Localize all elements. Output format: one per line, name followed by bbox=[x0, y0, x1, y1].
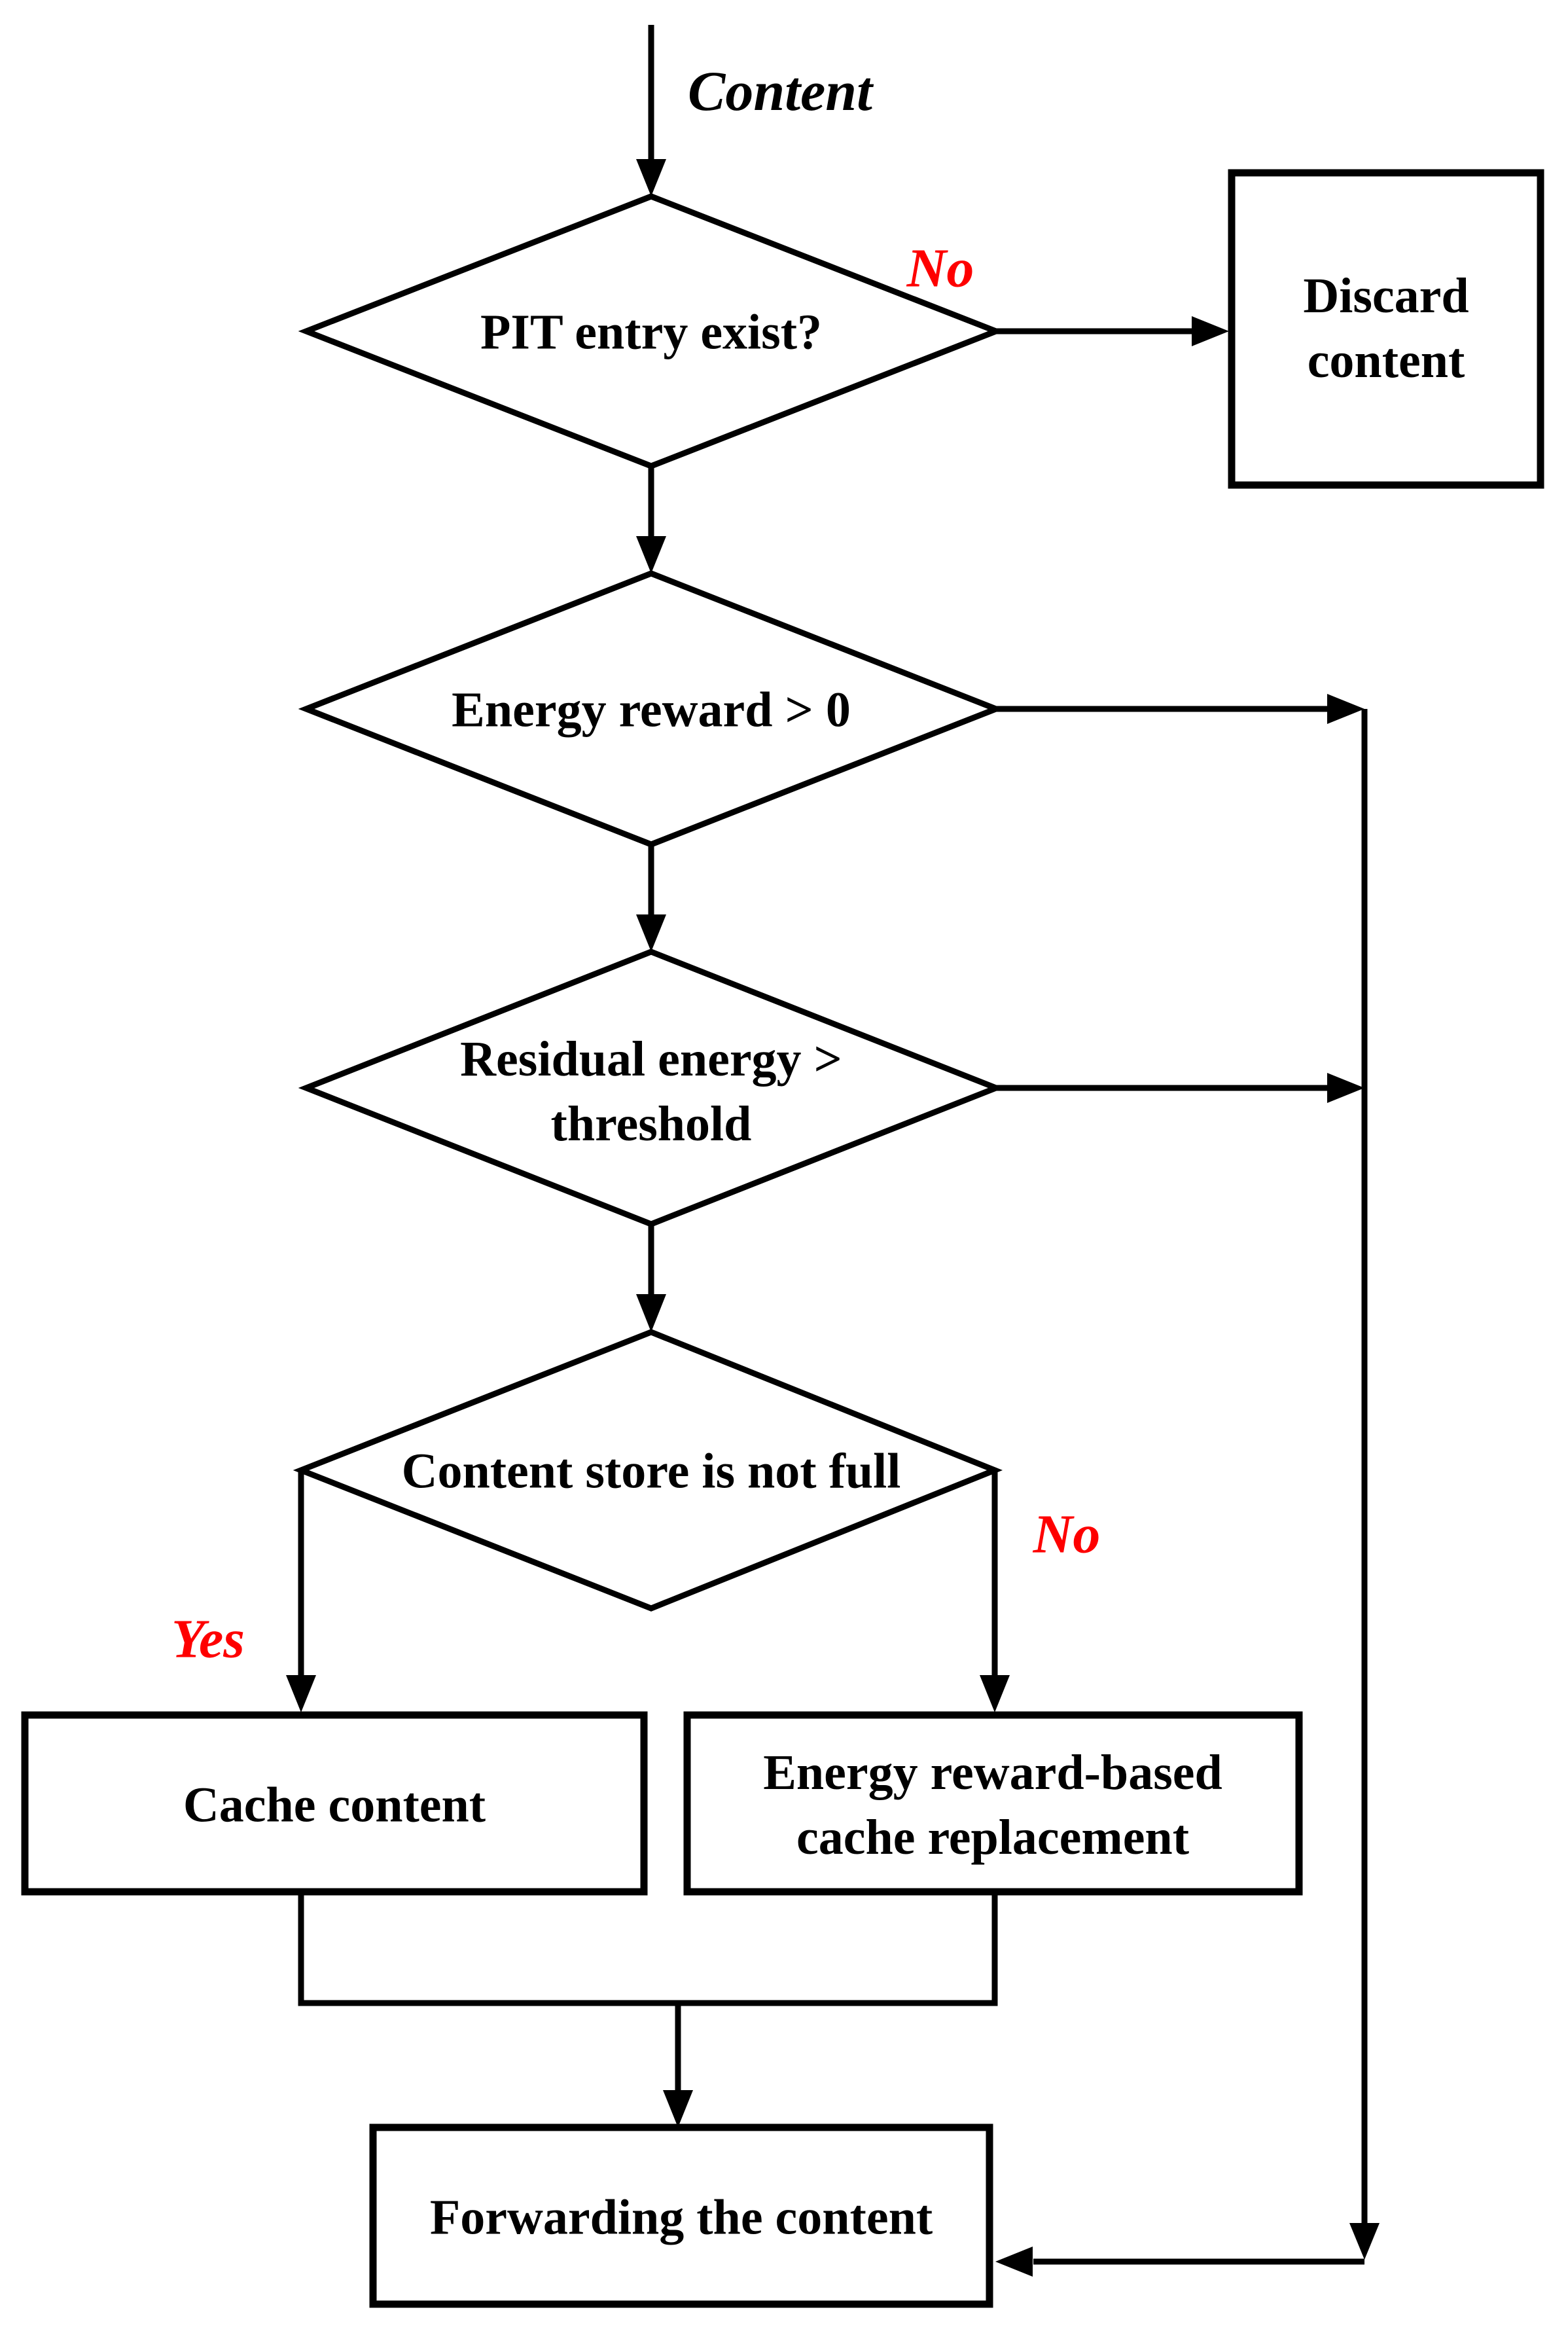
forwarding-box bbox=[369, 2123, 993, 2308]
cache-content-label: Cache content bbox=[183, 1777, 486, 1833]
residual-energy-bypass-arrowhead-icon bbox=[1327, 1073, 1364, 1103]
entry-arrowhead-icon bbox=[636, 159, 666, 196]
cache-content-box bbox=[21, 1711, 648, 1896]
cache-replacement-line2: cache replacement bbox=[796, 1810, 1190, 1865]
residual-energy-line2: threshold bbox=[550, 1096, 752, 1151]
merge-down-arrowhead-icon bbox=[663, 2090, 693, 2127]
energy-reward-yes-arrowhead-icon bbox=[636, 914, 666, 952]
store-yes-arrowhead-icon bbox=[286, 1675, 316, 1712]
pit-yes-arrowhead-icon bbox=[636, 536, 666, 573]
forwarding-label: Forwarding the content bbox=[429, 2190, 933, 2245]
discard-content-line2: content bbox=[1307, 333, 1465, 388]
residual-energy-label: Residual energy > threshold bbox=[460, 1027, 842, 1157]
merge-connector bbox=[298, 1892, 998, 2006]
bypass-corner-arrowhead-icon bbox=[1349, 2223, 1380, 2260]
entry-content-label: Content bbox=[688, 60, 872, 123]
pit-no-branch-label: No bbox=[906, 238, 974, 299]
discard-content-label: Discard content bbox=[1303, 264, 1469, 393]
store-no-branch-label: No bbox=[1033, 1504, 1101, 1565]
pit-decision-label: PIT entry exist? bbox=[480, 304, 823, 360]
discard-content-line1: Discard bbox=[1303, 268, 1469, 324]
residual-energy-line1: Residual energy > bbox=[460, 1032, 842, 1087]
discard-content-box bbox=[1228, 169, 1544, 489]
store-no-arrowhead-icon bbox=[980, 1675, 1010, 1712]
store-yes-branch-label: Yes bbox=[171, 1608, 245, 1670]
pit-no-arrowhead-icon bbox=[1192, 316, 1229, 346]
cache-replacement-line1: Energy reward-based bbox=[763, 1745, 1222, 1801]
content-store-diamond bbox=[293, 1329, 1003, 1612]
residual-energy-yes-arrowhead-icon bbox=[636, 1294, 666, 1332]
content-store-label: Content store is not full bbox=[401, 1443, 901, 1499]
energy-reward-label: Energy reward > 0 bbox=[452, 682, 851, 738]
energy-reward-bypass-arrowhead-icon bbox=[1327, 694, 1364, 724]
cache-replacement-label: Energy reward-based cache replacement bbox=[763, 1741, 1222, 1870]
bypass-left-arrowhead-icon bbox=[995, 2247, 1033, 2277]
